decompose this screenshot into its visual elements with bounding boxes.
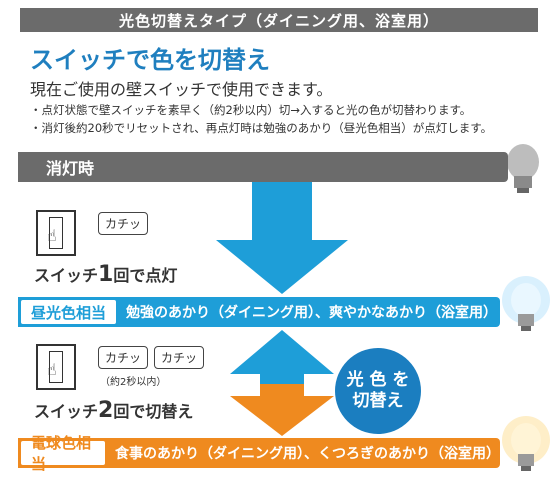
wall-switch-icon: ☝ (36, 210, 76, 256)
daylight-tag: 昼光色相当 (21, 300, 117, 324)
section-subheading: 現在ご使用の壁スイッチで使用できます。 (30, 80, 333, 99)
switch-plate-2 (49, 351, 63, 383)
note-1: ・点灯状態で壁スイッチを素早く（約2秒以内）切→入すると光の色が切替わります。 (30, 103, 472, 117)
timing-note: （約2秒以内） (100, 377, 167, 388)
step1-label-prefix: スイッチ (34, 266, 99, 285)
switch-color-circle: 光 色 を 切替え (335, 348, 421, 434)
step1-label: スイッチ1回で点灯 (34, 262, 177, 287)
warm-tag: 電球色相当 (21, 434, 105, 473)
click-bubble-1: カチッ (98, 212, 149, 235)
circle-line2: 切替え (352, 391, 404, 411)
wall-switch-icon-2: ☝ (36, 344, 76, 390)
warm-desc: 食事のあかり（ダイニング用）、くつろぎのあかり（浴室用） (115, 446, 500, 462)
off-state-label: 消灯時 (46, 159, 95, 178)
title-banner: 光色切替えタイプ（ダイニング用、浴室用） (20, 8, 538, 32)
finger-icon-2: ☝ (47, 360, 57, 379)
bulb-icon-daylight (502, 276, 550, 331)
finger-icon: ☝ (47, 226, 57, 245)
step2-label-num: 2 (98, 398, 114, 423)
step2-label-prefix: スイッチ (34, 402, 99, 421)
daylight-bar: 昼光色相当 勉強のあかり（ダイニング用）、爽やかなあかり（浴室用） (18, 297, 500, 327)
note-2: ・消灯後約20秒でリセットされ、再点灯時は勉強のあかり（昼光色相当）が点灯します… (30, 121, 493, 135)
step1-label-num: 1 (98, 262, 114, 287)
step1-label-suffix: 回で点灯 (113, 266, 178, 285)
bulb-icon-warm (502, 416, 550, 471)
step2-label: スイッチ2回で切替え (34, 398, 193, 423)
up-arrow-blue (230, 330, 334, 384)
off-state-bar: 消灯時 (18, 152, 508, 182)
down-arrow-orange (230, 384, 334, 436)
down-arrow-blue (216, 182, 348, 294)
click-bubble-2a: カチッ (98, 346, 149, 369)
circle-line1: 光 色 を (346, 369, 410, 390)
bulb-icon-off (507, 144, 539, 193)
daylight-desc: 勉強のあかり（ダイニング用）、爽やかなあかり（浴室用） (126, 305, 498, 321)
step2-label-suffix: 回で切替え (113, 402, 194, 421)
warm-bulb-bar: 電球色相当 食事のあかり（ダイニング用）、くつろぎのあかり（浴室用） (18, 434, 500, 473)
switch-plate (49, 217, 63, 249)
section-heading: スイッチで色を切替え (30, 46, 270, 74)
click-bubble-2b: カチッ (154, 346, 205, 369)
